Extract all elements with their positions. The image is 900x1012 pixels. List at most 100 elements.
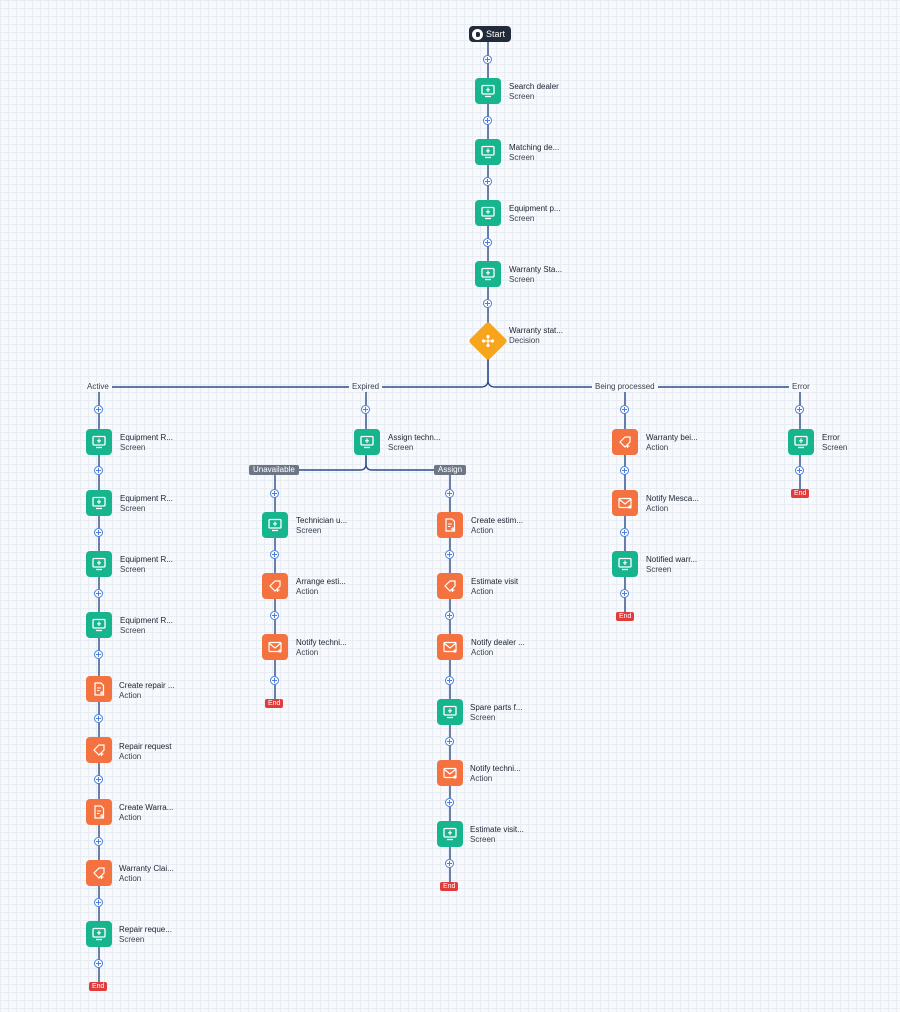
add-step-button[interactable] (270, 611, 279, 620)
add-step-button[interactable] (620, 466, 629, 475)
node-label: Notified warr... Screen (646, 555, 697, 575)
screen-node-equipment-r2[interactable] (86, 490, 112, 516)
add-step-button[interactable] (94, 650, 103, 659)
add-step-button[interactable] (483, 177, 492, 186)
screen-node-assign-technician[interactable] (354, 429, 380, 455)
add-step-button[interactable] (445, 737, 454, 746)
add-step-button[interactable] (445, 611, 454, 620)
start-node[interactable]: Start (469, 26, 512, 42)
add-step-button[interactable] (94, 714, 103, 723)
node-title: Search dealer (509, 82, 559, 91)
add-step-button[interactable] (270, 550, 279, 559)
node-title: Equipment R... (120, 555, 173, 564)
branch-label-being-processed[interactable]: Being processed (592, 382, 658, 392)
end-marker: End (440, 882, 459, 891)
action-node-create-estimate[interactable] (437, 512, 463, 538)
add-step-button[interactable] (620, 528, 629, 537)
action-node-notify-mesca[interactable] (612, 490, 638, 516)
node-title: Warranty bei... (646, 433, 698, 442)
add-step-button[interactable] (795, 405, 804, 414)
node-title: Repair reque... (119, 925, 172, 934)
branch-label-active[interactable]: Active (84, 382, 112, 392)
add-step-button[interactable] (483, 299, 492, 308)
node-label: Equipment p... Screen (509, 204, 561, 224)
node-title: Assign techn... (388, 433, 441, 442)
node-label: Assign techn... Screen (388, 433, 440, 453)
add-step-button[interactable] (94, 959, 103, 968)
add-step-button[interactable] (94, 898, 103, 907)
add-step-button[interactable] (94, 405, 103, 414)
add-step-button[interactable] (795, 466, 804, 475)
action-node-notify-technician-2[interactable] (437, 760, 463, 786)
screen-node-spare-parts[interactable] (437, 699, 463, 725)
screen-node-estimate-visit[interactable] (437, 821, 463, 847)
node-label: Technician u... Screen (296, 516, 347, 536)
add-step-button[interactable] (94, 837, 103, 846)
node-type: Screen (509, 153, 535, 162)
screen-node-equipment-r1[interactable] (86, 429, 112, 455)
monitor-icon (443, 827, 457, 841)
node-label: Equipment R... Screen (120, 433, 173, 453)
screen-node-notified-warranty[interactable] (612, 551, 638, 577)
add-step-button[interactable] (361, 405, 370, 414)
screen-node-matching-dealer[interactable] (475, 139, 501, 165)
screen-node-technician-unavailable[interactable] (262, 512, 288, 538)
node-type: Screen (646, 565, 672, 574)
node-type: Action (471, 587, 494, 596)
sub-branch-label-unavailable[interactable]: Unavailable (249, 465, 299, 475)
add-step-button[interactable] (94, 775, 103, 784)
action-node-notify-technician[interactable] (262, 634, 288, 660)
node-type: Action (296, 648, 319, 657)
action-node-estimate-visit[interactable] (437, 573, 463, 599)
action-node-repair-request[interactable] (86, 737, 112, 763)
add-step-button[interactable] (270, 676, 279, 685)
action-node-create-warranty[interactable] (86, 799, 112, 825)
screen-node-repair-request[interactable] (86, 921, 112, 947)
branch-label-expired[interactable]: Expired (349, 382, 383, 392)
screen-node-equipment-r3[interactable] (86, 551, 112, 577)
node-type: Screen (120, 504, 146, 513)
monitor-icon (618, 557, 632, 571)
sub-branch-label-assign[interactable]: Assign (434, 465, 467, 475)
node-type: Action (646, 504, 669, 513)
add-step-button[interactable] (445, 676, 454, 685)
screen-node-equipment-r4[interactable] (86, 612, 112, 638)
add-step-button[interactable] (445, 550, 454, 559)
action-node-arrange-estimate[interactable] (262, 573, 288, 599)
node-label: Estimate visit Action (471, 577, 518, 597)
node-label: Arrange esti... Action (296, 577, 346, 597)
add-step-button[interactable] (620, 589, 629, 598)
screen-node-search-dealer[interactable] (475, 78, 501, 104)
add-step-button[interactable] (445, 859, 454, 868)
add-step-button[interactable] (445, 798, 454, 807)
end-marker: End (265, 699, 284, 708)
add-step-button[interactable] (94, 466, 103, 475)
screen-node-warranty-status[interactable] (475, 261, 501, 287)
form-plus-icon (94, 682, 105, 696)
action-node-warranty-claim[interactable] (86, 860, 112, 886)
node-title: Equipment R... (120, 433, 173, 442)
add-step-button[interactable] (94, 589, 103, 598)
node-label: Warranty stat... Decision (509, 326, 563, 346)
add-step-button[interactable] (620, 405, 629, 414)
screen-node-equipment[interactable] (475, 200, 501, 226)
node-label: Search dealer Screen (509, 82, 559, 102)
node-title: Notified warr... (646, 555, 698, 564)
screen-node-error[interactable] (788, 429, 814, 455)
add-step-button[interactable] (445, 489, 454, 498)
decision-node-warranty-status[interactable] (468, 321, 508, 361)
node-type: Action (296, 587, 319, 596)
branch-label-error[interactable]: Error (789, 382, 813, 392)
action-node-create-repair[interactable] (86, 676, 112, 702)
node-type: Screen (470, 835, 496, 844)
action-node-warranty-being-processed[interactable] (612, 429, 638, 455)
tag-plus-icon (93, 867, 105, 879)
add-step-button[interactable] (483, 238, 492, 247)
add-step-button[interactable] (94, 528, 103, 537)
add-step-button[interactable] (483, 55, 492, 64)
monitor-icon (92, 557, 106, 571)
action-node-notify-dealer[interactable] (437, 634, 463, 660)
add-step-button[interactable] (483, 116, 492, 125)
add-step-button[interactable] (270, 489, 279, 498)
